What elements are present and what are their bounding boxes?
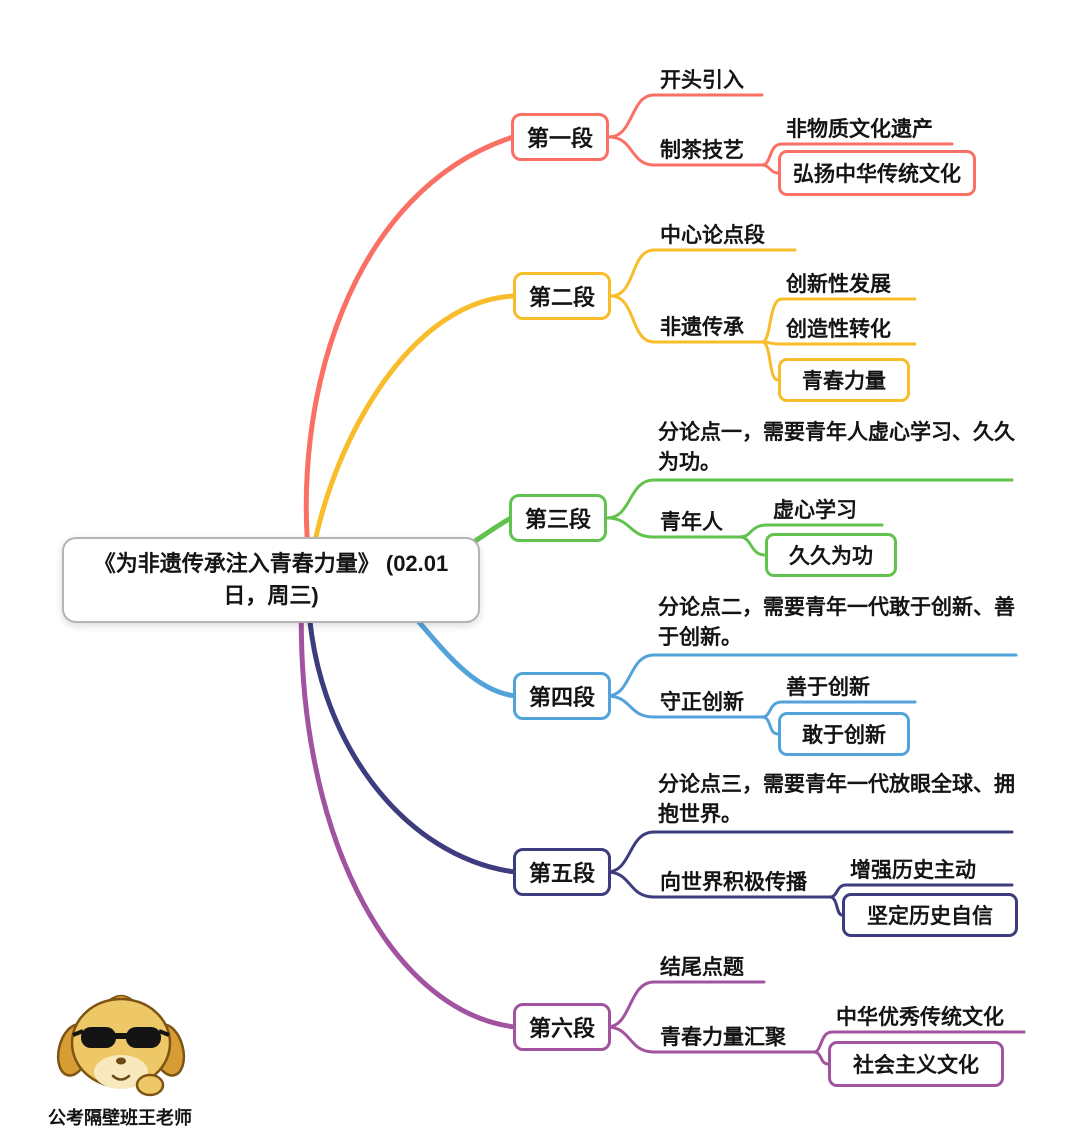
topic-central-thesis: 中心论点段: [660, 224, 765, 247]
topic-promote-chinese-culture: 弘扬中华传统文化: [778, 150, 976, 196]
topic-dare-to-innovate: 敢于创新: [778, 712, 910, 756]
watermark-text: 公考隔壁班王老师: [48, 1108, 192, 1128]
topic-humble-learning: 虚心学习: [773, 499, 857, 522]
topic-opening-intro: 开头引入: [660, 69, 744, 92]
central-topic: 《为非遗传承注入青春力量》 (02.01日，周三): [62, 537, 480, 623]
topic-heritage-inheritance: 非遗传承: [660, 316, 744, 339]
topic-youth-power-gathering: 青春力量汇聚: [660, 1026, 786, 1049]
topic-ending-echo: 结尾点题: [660, 956, 744, 979]
topic-integrity-innovation: 守正创新: [660, 691, 744, 714]
topic-long-term-effort: 久久为功: [765, 533, 897, 577]
topic-creative-transformation: 创造性转化: [786, 318, 891, 341]
topic-subpoint-3: 分论点三，需要青年一代放眼全球、拥抱世界。: [658, 773, 1015, 826]
dog-mascot-graphic: [56, 994, 186, 1097]
topic-intangible-heritage: 非物质文化遗产: [786, 118, 933, 141]
branch-topic-paragraph-2: 第二段: [513, 272, 611, 320]
branch-topic-paragraph-1: 第一段: [511, 113, 609, 161]
branch-topic-paragraph-6: 第六段: [513, 1003, 611, 1051]
topic-youth-power: 青春力量: [778, 358, 910, 402]
topic-innovative-development: 创新性发展: [786, 273, 891, 296]
topic-tea-making-craft: 制茶技艺: [660, 139, 744, 162]
topic-subpoint-1: 分论点一，需要青年人虚心学习、久久为功。: [658, 421, 1015, 474]
topic-historical-initiative: 增强历史主动: [850, 859, 976, 882]
topic-good-at-innovation: 善于创新: [786, 676, 870, 699]
branch-topic-paragraph-5: 第五段: [513, 848, 611, 896]
topic-spread-to-world: 向世界积极传播: [660, 871, 807, 894]
topic-historical-confidence: 坚定历史自信: [842, 893, 1018, 937]
dog-mascot-image: [52, 988, 192, 1108]
branch-topic-paragraph-4: 第四段: [513, 672, 611, 720]
topic-subpoint-2: 分论点二，需要青年一代敢于创新、善于创新。: [658, 596, 1015, 649]
topic-socialist-culture: 社会主义文化: [828, 1041, 1004, 1087]
topic-young-people: 青年人: [660, 511, 723, 534]
branch-topic-paragraph-3: 第三段: [509, 494, 607, 542]
topic-excellent-traditional-culture: 中华优秀传统文化: [836, 1006, 1004, 1029]
